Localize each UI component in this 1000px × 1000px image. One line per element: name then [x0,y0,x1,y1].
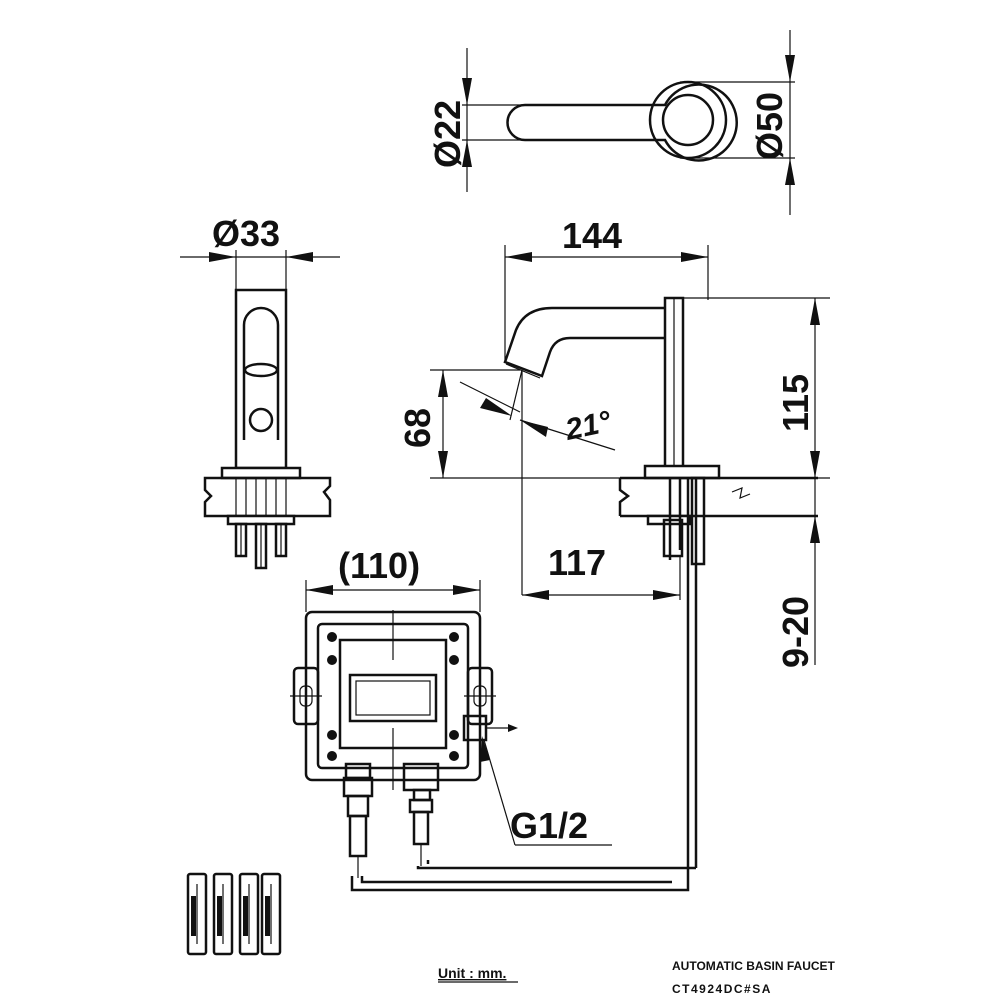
dim-box-110: (110) [338,545,420,586]
batteries [186,872,282,956]
dim-thread-g12: G1/2 [510,805,588,846]
front-view: Ø33 [180,213,340,570]
battery-icon [260,872,282,956]
battery-icon [238,872,260,956]
footer: Unit : mm. AUTOMATIC BASIN FAUCET CT4924… [438,959,836,996]
unit-label: Unit : mm. [438,965,506,981]
battery-icon [186,872,208,956]
product-name: AUTOMATIC BASIN FAUCET [672,959,836,973]
control-box: (110) [290,545,696,892]
dim-dia-22: Ø22 [427,100,468,168]
dim-angle-21: 21° [562,405,615,447]
side-view: 144 115 9-20 68 [397,215,830,870]
dim-deck-9-20: 9-20 [775,596,816,668]
dim-len-117: 117 [548,542,606,583]
product-code: CT4924DC#SA [672,982,772,996]
top-view: Ø22 Ø50 [427,30,795,215]
battery-icon [212,872,234,956]
dim-dia-50: Ø50 [749,92,790,160]
dim-dia-33: Ø33 [212,213,280,254]
dim-h-115: 115 [775,374,816,432]
dim-h-68: 68 [397,408,438,448]
dim-len-144: 144 [562,215,622,256]
